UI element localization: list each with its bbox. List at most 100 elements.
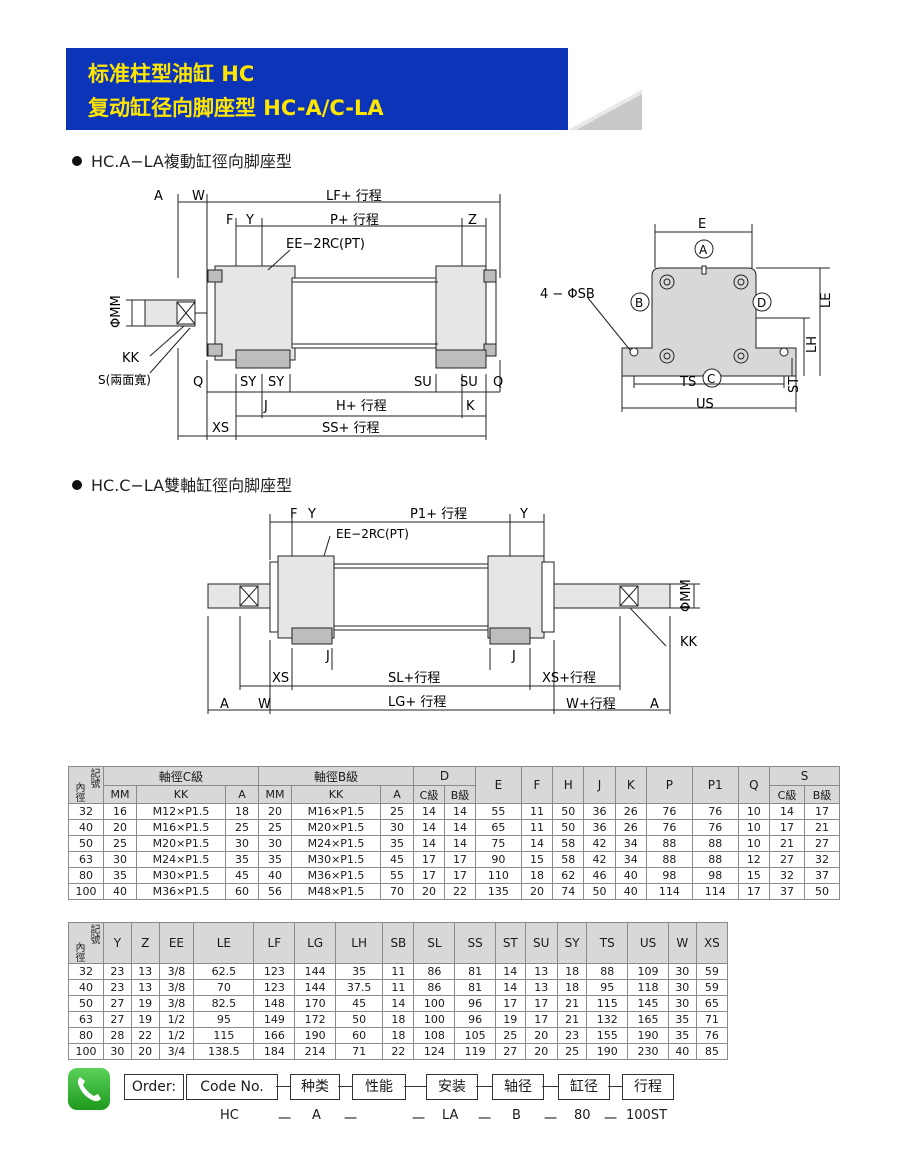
- table-cell: 85: [695, 1043, 729, 1060]
- section-title-a: HC.A−LA複動缸徑向脚座型: [72, 148, 292, 172]
- dim-a-left: A: [220, 697, 229, 712]
- dash-5: 一: [544, 1112, 558, 1127]
- table-cell: 14: [495, 979, 526, 996]
- dim-w-left: W: [258, 697, 271, 712]
- table-cell: 30: [258, 835, 292, 852]
- table-cell: 17: [524, 995, 558, 1012]
- table-cell: 82.5: [193, 995, 255, 1012]
- field-type: 种类: [290, 1074, 340, 1100]
- connector-line: [608, 1086, 622, 1087]
- dim-h: H+ 行程: [336, 399, 387, 414]
- col-header: Z: [130, 922, 160, 964]
- table-cell: 21: [556, 1011, 588, 1028]
- value-bore: 80: [574, 1108, 591, 1123]
- dim-y-right: Y: [519, 507, 528, 522]
- sub-c-a: A: [225, 785, 259, 804]
- table-cell: 13: [130, 963, 160, 980]
- bore-cell: 50: [68, 835, 104, 852]
- table-cell: 138.5: [193, 1043, 255, 1060]
- value-mounting: LA: [442, 1108, 459, 1123]
- dim-mm: ΦMM: [109, 295, 124, 328]
- table-cell: 15: [520, 851, 554, 868]
- table-cell: M24×P1.5: [136, 851, 226, 868]
- table-cell: 37: [769, 883, 805, 900]
- table-cell: 88: [645, 835, 693, 852]
- bore-cell: 100: [68, 883, 104, 900]
- table-cell: 10: [737, 819, 771, 836]
- table-cell: 35: [225, 851, 259, 868]
- table-cell: 46: [583, 867, 616, 884]
- table-cell: M20×P1.5: [136, 835, 226, 852]
- face-b: B: [635, 296, 643, 310]
- table-cell: 1/2: [158, 1027, 195, 1044]
- table-cell: 59: [695, 979, 729, 996]
- table-cell: 30: [380, 819, 414, 836]
- col-header: XS: [695, 922, 729, 964]
- banner-arrow-shape: [568, 90, 642, 130]
- table-cell: 100: [413, 1011, 456, 1028]
- table-cell: 118: [627, 979, 669, 996]
- col-p1-header: P1: [691, 766, 739, 804]
- dim-su-2: SU: [460, 375, 478, 390]
- table-cell: 25: [225, 819, 259, 836]
- table-cell: 110: [475, 867, 522, 884]
- value-stroke: 100ST: [626, 1108, 668, 1123]
- table-cell: 25: [495, 1027, 526, 1044]
- table-cell: 26: [614, 819, 647, 836]
- table-cell: 37: [804, 867, 840, 884]
- table-cell: 58: [552, 835, 585, 852]
- table-cell: 22: [382, 1043, 415, 1060]
- table-cell: 20: [413, 883, 445, 900]
- dim-w: W: [192, 189, 205, 204]
- table-cell: 114: [691, 883, 739, 900]
- table-cell: 14: [413, 835, 445, 852]
- col-header: EE: [158, 922, 195, 964]
- table-cell: 27: [103, 995, 132, 1012]
- table-cell: 96: [454, 995, 497, 1012]
- table-cell: 35: [103, 867, 137, 884]
- table-cell: 88: [691, 851, 739, 868]
- face-d: D: [757, 296, 766, 310]
- table-cell: 70: [380, 883, 414, 900]
- field-rod: 轴径: [492, 1074, 544, 1100]
- table-cell: 37.5: [334, 979, 384, 996]
- table-cell: 95: [586, 979, 629, 996]
- table-cell: 190: [294, 1027, 336, 1044]
- table-cell: 19: [495, 1011, 526, 1028]
- table-cell: 35: [334, 963, 384, 980]
- value-rod: B: [512, 1108, 521, 1123]
- group-b-header: 軸徑B級: [258, 765, 414, 787]
- col-p-header: P: [645, 766, 693, 804]
- table-cell: M30×P1.5: [291, 851, 381, 868]
- dim-ts: TS: [679, 375, 696, 390]
- table-cell: 42: [583, 835, 616, 852]
- bore-cell: 63: [68, 1011, 104, 1028]
- table-cell: 40: [667, 1043, 697, 1060]
- table-cell: 76: [695, 1027, 729, 1044]
- dim-w-stroke: W+行程: [566, 697, 616, 712]
- table-cell: 22: [130, 1027, 160, 1044]
- table-cell: 35: [258, 851, 292, 868]
- col-header: US: [627, 922, 669, 964]
- dim-j-right: J: [511, 649, 516, 664]
- table-cell: 14: [520, 835, 554, 852]
- table-cell: 35: [667, 1011, 697, 1028]
- diagram-hc-c-la: F Y P1+ 行程 Y EE−2RC(PT) ΦMM KK J J XS SL…: [207, 507, 700, 714]
- table-cell: 166: [253, 1027, 296, 1044]
- table-cell: 55: [475, 803, 522, 820]
- table-cell: 3/8: [158, 979, 195, 996]
- table-cell: 71: [334, 1043, 384, 1060]
- dim-f: F: [226, 213, 233, 228]
- hole-sb: 4 − ΦSB: [540, 287, 595, 302]
- table-cell: 18: [520, 867, 554, 884]
- col-header: TS: [586, 922, 629, 964]
